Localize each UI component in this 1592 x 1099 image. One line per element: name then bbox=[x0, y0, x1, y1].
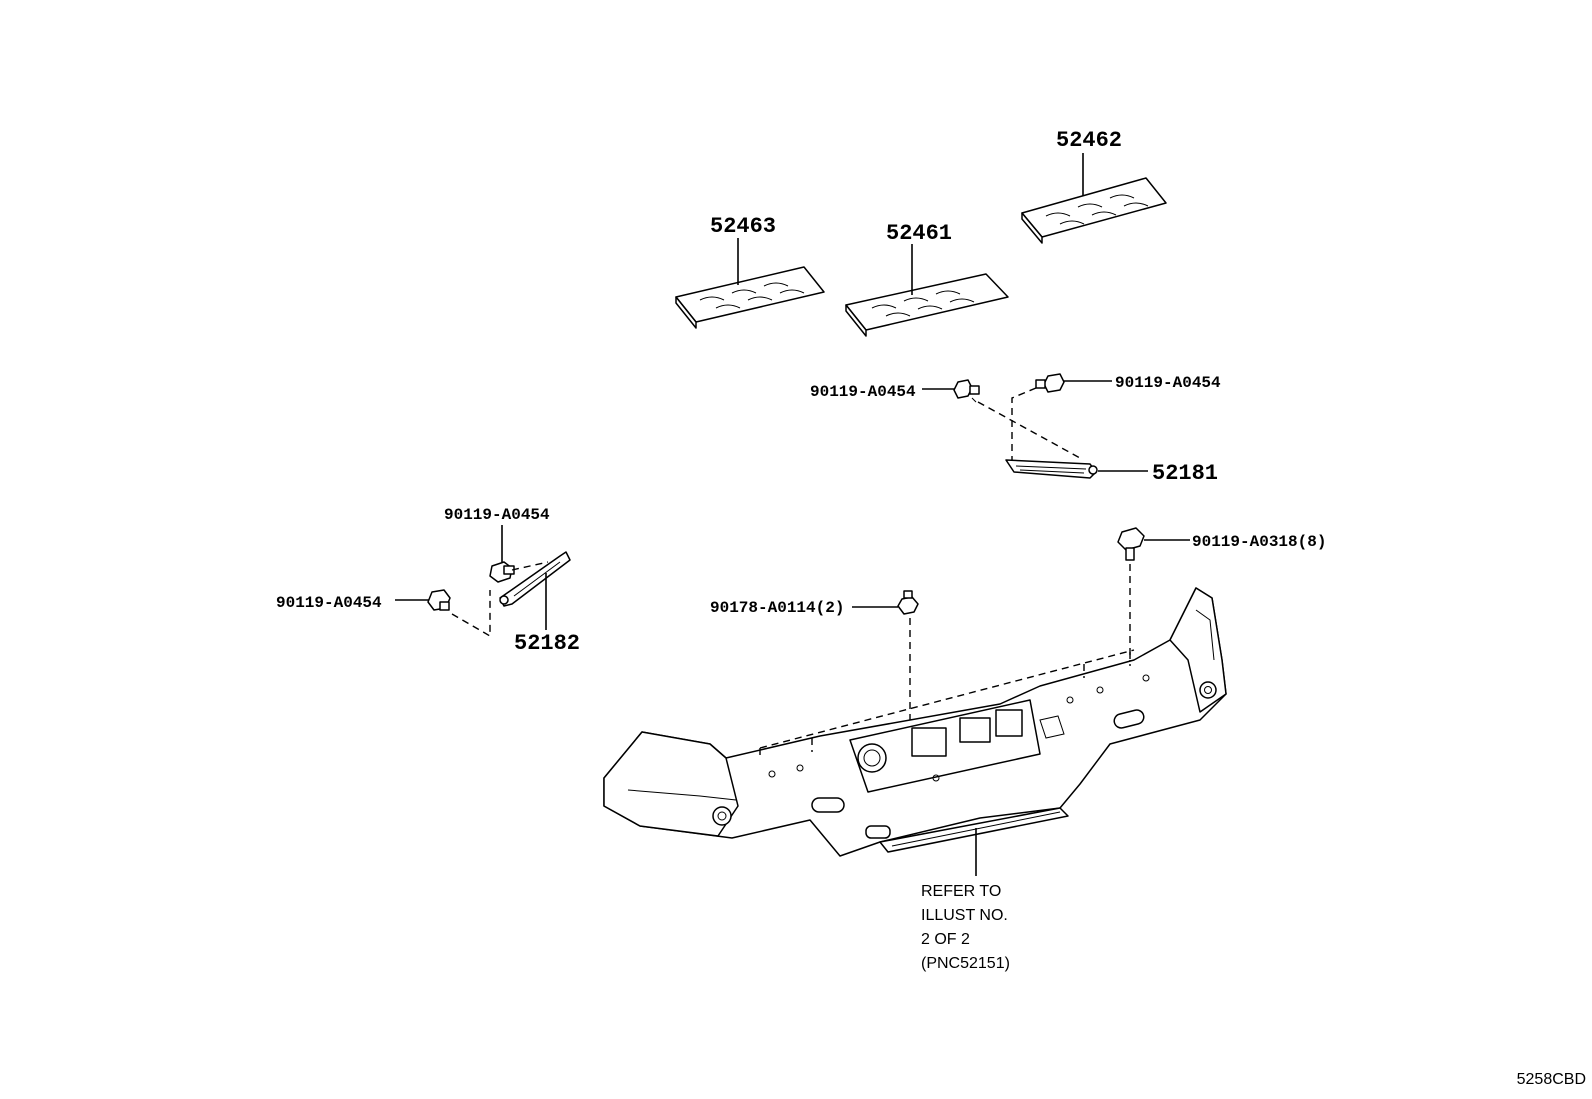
step-pad-52462[interactable] bbox=[1021, 153, 1167, 244]
label-52182: 52182 bbox=[514, 631, 580, 656]
label-bolt-upper-right: 90119-A0454 bbox=[1115, 374, 1221, 392]
note-line-4: (PNC52151) bbox=[921, 955, 1010, 972]
reference-code: 5258CBD bbox=[1516, 1071, 1586, 1088]
note-line-2: ILLUST NO. bbox=[921, 907, 1008, 924]
bolt-upper-left[interactable] bbox=[922, 379, 980, 403]
label-bolt-far-right: 90119-A0318(8) bbox=[1192, 533, 1326, 551]
bolt-left-side[interactable] bbox=[395, 589, 491, 638]
label-bolt-left-top: 90119-A0454 bbox=[444, 506, 550, 524]
note-line-1: REFER TO bbox=[921, 883, 1001, 900]
label-52463: 52463 bbox=[710, 214, 776, 239]
bracket-52182[interactable] bbox=[499, 551, 571, 630]
label-52181: 52181 bbox=[1152, 461, 1218, 486]
label-nut-center: 90178-A0114(2) bbox=[710, 599, 844, 617]
bolt-upper-right[interactable] bbox=[1035, 373, 1112, 393]
rear-bumper[interactable] bbox=[603, 587, 1227, 876]
label-52461: 52461 bbox=[886, 221, 952, 246]
bracket-52181[interactable] bbox=[977, 387, 1148, 479]
bolt-left-top[interactable] bbox=[489, 525, 549, 583]
note-line-3: 2 OF 2 bbox=[921, 931, 970, 948]
label-52462: 52462 bbox=[1056, 128, 1122, 153]
step-pad-52461[interactable] bbox=[845, 244, 1009, 337]
label-bolt-upper-left: 90119-A0454 bbox=[810, 383, 916, 401]
label-bolt-left-side: 90119-A0454 bbox=[276, 594, 382, 612]
step-pad-52463[interactable] bbox=[675, 238, 825, 329]
